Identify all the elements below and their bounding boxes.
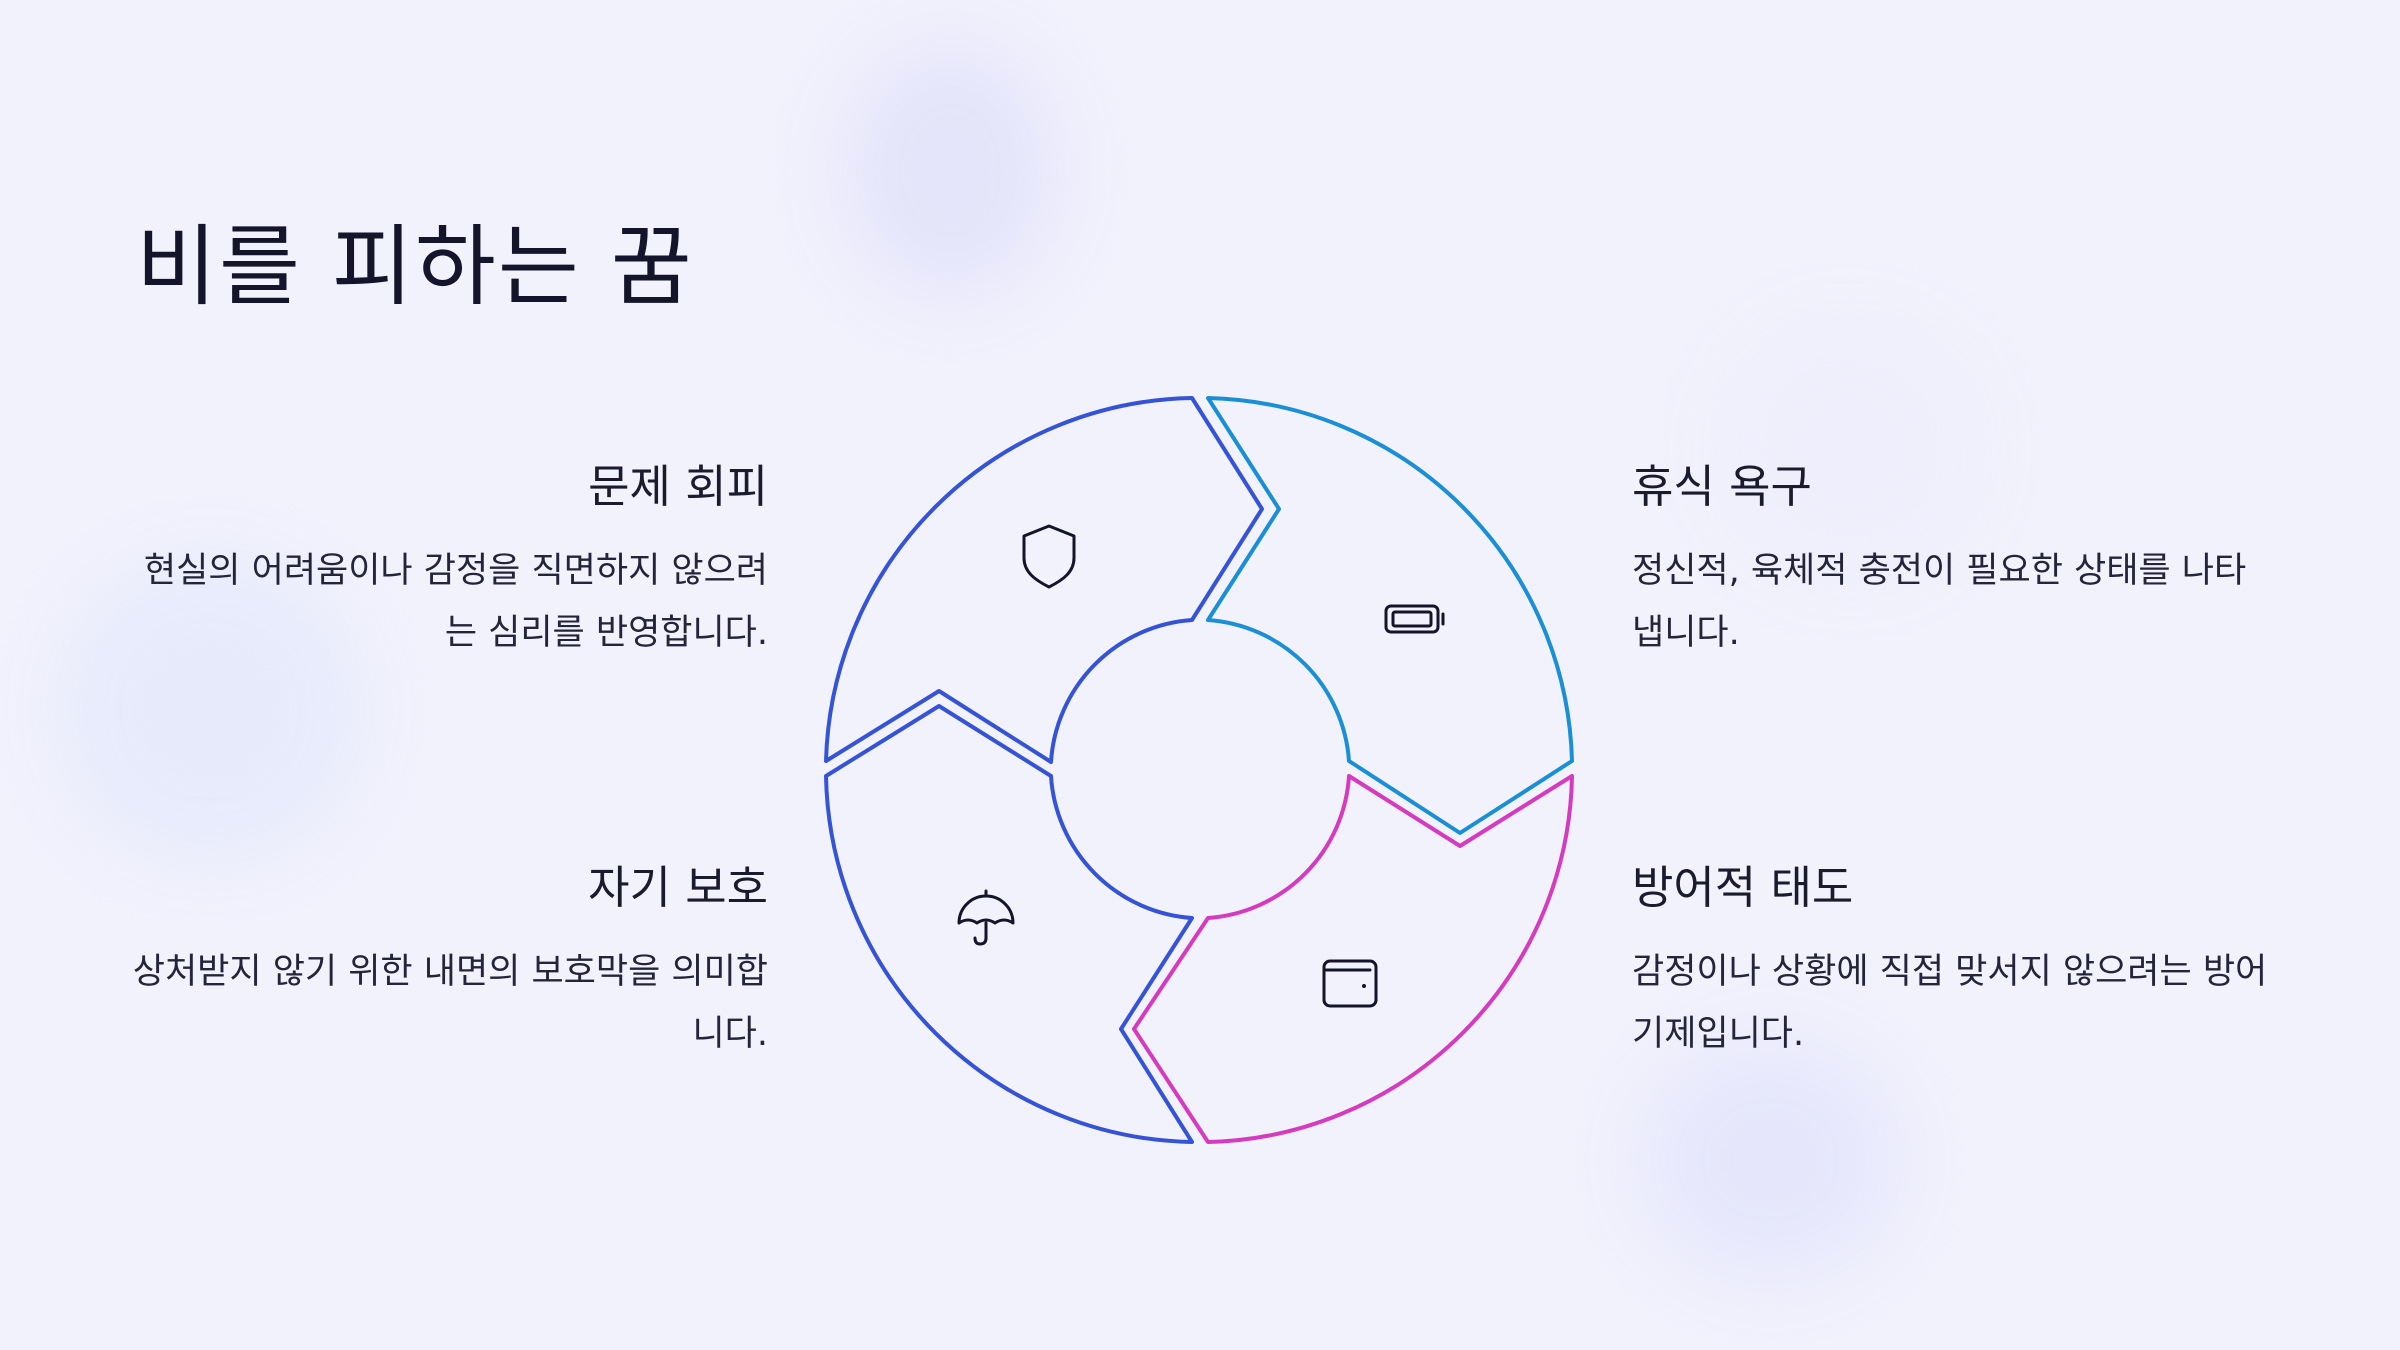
item-title: 방어적 태도: [1632, 861, 1854, 914]
background-glow: [60, 560, 360, 860]
segment-problem-avoidance: [824, 396, 1264, 764]
item-description: 현실의 어려움이나 감정을 직면하지 않으려는 심리를 반영합니다.: [128, 540, 768, 664]
wallet-icon: [1322, 959, 1378, 1008]
segment-rest-need: [1206, 396, 1574, 835]
item-description-text: 감정이나 상황에 직접 맞서지 않으려는 방어 기제입니다.: [1632, 952, 2268, 1054]
item-rest-need: 휴식 욕구 정신적, 육체적 충전이 필요한 상태를 나타냅니다.: [1632, 460, 2272, 664]
item-description-text: 현실의 어려움이나 감정을 직면하지 않으려는 심리를 반영합니다.: [143, 551, 768, 653]
segment-defensive-attitude: [1132, 774, 1574, 1144]
item-self-protection: 자기 보호 상처받지 않기 위한 내면의 보호막을 의미합니다.: [128, 861, 768, 1065]
background-glow: [1720, 320, 1980, 580]
shield-icon: [1022, 524, 1076, 589]
item-problem-avoidance: 문제 회피 현실의 어려움이나 감정을 직면하지 않으려는 심리를 반영합니다.: [128, 460, 768, 664]
item-title: 자기 보호: [588, 861, 768, 914]
item-description: 상처받지 않기 위한 내면의 보호막을 의미합니다.: [128, 941, 768, 1065]
item-defensive-attitude: 방어적 태도 감정이나 상황에 직접 맞서지 않으려는 방어 기제입니다.: [1632, 861, 2272, 1065]
item-title: 문제 회피: [588, 460, 768, 513]
item-description-text: 상처받지 않기 위한 내면의 보호막을 의미합니다.: [132, 952, 768, 1054]
segment-self-protection: [824, 704, 1194, 1144]
item-description-text: 정신적, 육체적 충전이 필요한 상태를 나타냅니다.: [1632, 551, 2247, 653]
background-glow: [840, 40, 1060, 300]
item-description: 감정이나 상황에 직접 맞서지 않으려는 방어 기제입니다.: [1632, 941, 2272, 1065]
item-title: 휴식 욕구: [1632, 460, 1812, 513]
slide-title: 비를 피하는 꿈: [136, 215, 694, 318]
background-glow: [1640, 1040, 1900, 1280]
battery-icon: [1384, 604, 1445, 634]
item-description: 정신적, 육체적 충전이 필요한 상태를 나타냅니다.: [1632, 540, 2272, 664]
umbrella-icon: [957, 889, 1015, 946]
